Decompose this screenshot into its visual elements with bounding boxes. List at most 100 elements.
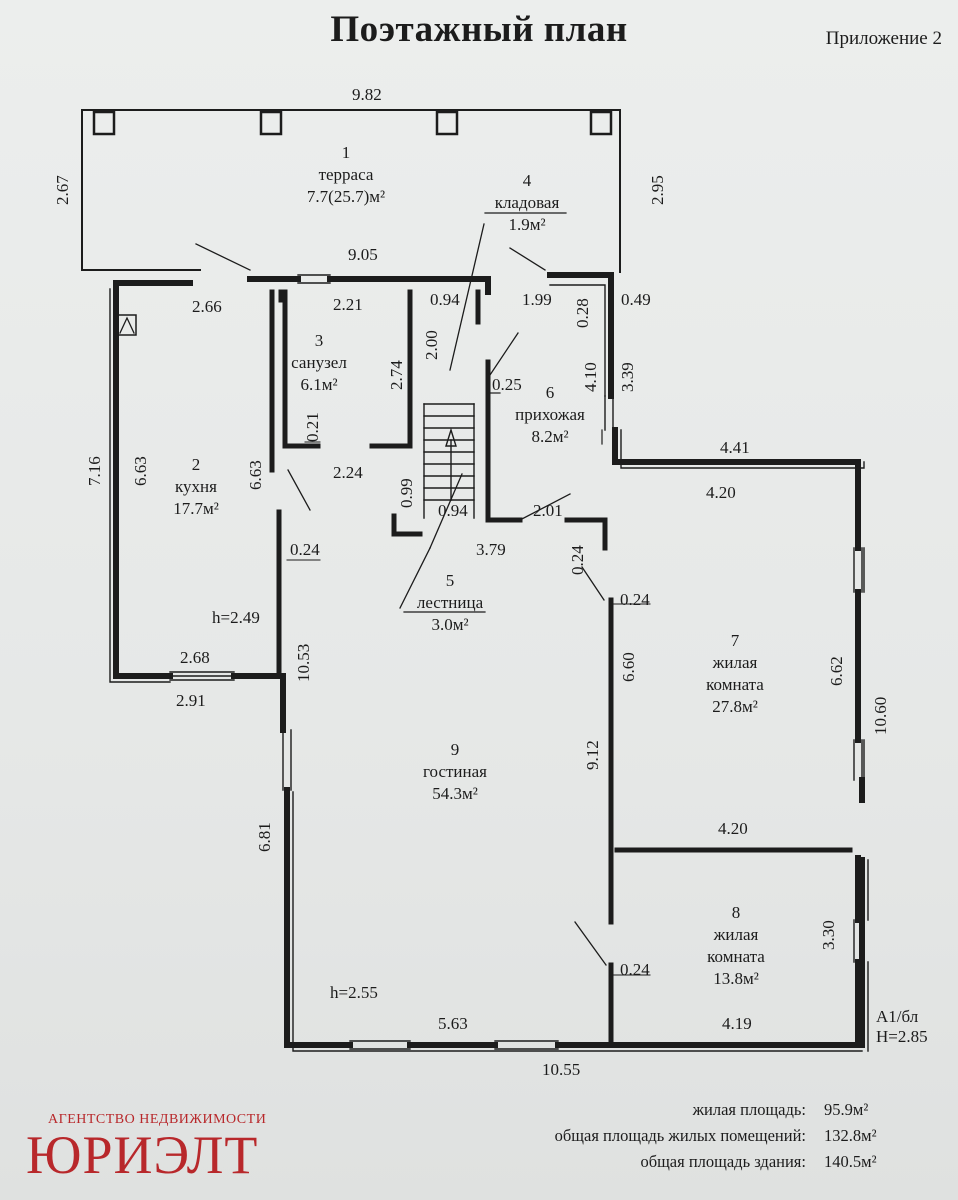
- dimension-label: 5.63: [438, 1014, 468, 1033]
- dimension-label: 0.25: [492, 375, 522, 394]
- dimension-label: 2.95: [648, 175, 667, 205]
- dimension-label: 0.99: [397, 478, 416, 508]
- dimension-label: 0.94: [430, 290, 460, 309]
- room-number: 8: [732, 903, 741, 922]
- dimension-label: 9.82: [352, 85, 382, 104]
- dimension-label: 4.20: [718, 819, 748, 838]
- terrace-post: [259, 110, 283, 136]
- terrace-outline: [81, 109, 621, 273]
- wall-kitchen-south: [231, 673, 286, 733]
- summary-value: 140.5м²: [824, 1152, 877, 1171]
- window-hall: [604, 395, 614, 431]
- living-height: h=2.55: [330, 983, 378, 1002]
- dimension-label: 2.91: [176, 691, 206, 710]
- dimension-label: 2.67: [53, 175, 72, 205]
- dimension-label: 2.68: [180, 648, 210, 667]
- room-number: 6: [546, 383, 555, 402]
- window-room8-east: [853, 919, 863, 963]
- dimension-label: 3.79: [476, 540, 506, 559]
- window-living-south-b: [494, 1040, 559, 1050]
- wall-bathroom-south: [369, 289, 413, 449]
- summary-row: общая площадь жилых помещений: 132.8м²: [555, 1123, 910, 1149]
- room-label: 13.8м²: [713, 969, 759, 988]
- room-label: терраса: [319, 165, 374, 184]
- wall-top-mid: [247, 276, 491, 295]
- dimension-label: 10.60: [871, 697, 890, 735]
- dimension-label: 7.16: [85, 456, 104, 486]
- page-title: Поэтажный план: [330, 9, 628, 50]
- dimension-label: 2.01: [533, 501, 563, 520]
- room-label: прихожая: [515, 405, 585, 424]
- wall-living-west: [284, 787, 353, 1048]
- dimension-label: 0.21: [303, 412, 322, 442]
- dimension-label: 0.49: [621, 290, 651, 309]
- wall-stair-east: [485, 359, 523, 523]
- summary-row: общая площадь здания: 140.5м²: [555, 1149, 910, 1175]
- window-room7-east: [853, 547, 863, 593]
- dimension-label: 4.20: [706, 483, 736, 502]
- wall-bathroom-inner: [282, 289, 321, 449]
- agency-logo: ЮРИЭЛТ: [26, 1125, 259, 1185]
- dimension-label: 2.74: [387, 360, 406, 390]
- dimension-label: 2.21: [333, 295, 363, 314]
- dimension-label: 2.24: [333, 463, 363, 482]
- dimension-label: 6.60: [619, 652, 638, 682]
- room-label: 17.7м²: [173, 499, 219, 518]
- dimension-label: 0.24: [290, 540, 320, 559]
- room-number: 7: [731, 631, 740, 650]
- dimension-label: 3.39: [618, 362, 637, 392]
- room-label: 1.9м²: [508, 215, 545, 234]
- room-label: 7.7(25.7)м²: [307, 187, 385, 206]
- dimension-label: 1.99: [522, 290, 552, 309]
- dimension-label: 9.12: [583, 740, 602, 770]
- summary-row: жилая площадь: 95.9м²: [555, 1097, 910, 1123]
- room-label: 3.0м²: [431, 615, 468, 634]
- room-number: 5: [446, 571, 455, 590]
- dimension-label: 0.24: [620, 590, 650, 609]
- vent-icon: [117, 314, 137, 336]
- dimension-label: 2.00: [422, 330, 441, 360]
- dimension-label: 6.81: [255, 822, 274, 852]
- room-label: комната: [706, 675, 764, 694]
- wall-stair-south: [391, 513, 423, 537]
- annotation-line: А1/бл: [876, 1007, 919, 1026]
- room-number: 9: [451, 740, 460, 759]
- agency-tagline: АГЕНТСТВО НЕДВИЖИМОСТИ: [48, 1112, 267, 1127]
- room-label: 8.2м²: [531, 427, 568, 446]
- dimension-label: 10.53: [294, 644, 313, 682]
- wall-east-b: [612, 427, 861, 743]
- kitchen-height: h=2.49: [212, 608, 260, 627]
- dimension-label: 0.28: [573, 298, 592, 328]
- terrace-post: [589, 110, 613, 136]
- room-number: 1: [342, 143, 351, 162]
- room-label: 27.8м²: [712, 697, 758, 716]
- wall-hall-east: [547, 272, 614, 399]
- dimension-label: 4.10: [581, 362, 600, 392]
- room-number: 3: [315, 331, 324, 350]
- stair-steps: [423, 403, 475, 501]
- wall-kitchen-west: [113, 280, 173, 679]
- room-label: лестница: [417, 593, 484, 612]
- window-living-south-a: [349, 1040, 411, 1050]
- annotation-line: Н=2.85: [876, 1027, 928, 1046]
- room-label: гостиная: [423, 762, 487, 781]
- room-label: 54.3м²: [432, 784, 478, 803]
- dimension-label: 4.41: [720, 438, 750, 457]
- window-living-west: [282, 729, 292, 791]
- dimension-label: 6.62: [827, 656, 846, 686]
- room-label: 6.1м²: [300, 375, 337, 394]
- summary-value: 95.9м²: [824, 1100, 869, 1119]
- terrace-post: [92, 110, 116, 136]
- room-label: санузел: [291, 353, 347, 372]
- stair-arrow: [445, 427, 457, 501]
- room-label: комната: [707, 947, 765, 966]
- room-label: жилая: [712, 653, 758, 672]
- room-label: кладовая: [495, 193, 560, 212]
- dimension-label: 6.63: [131, 456, 150, 486]
- dimension-label: 3.30: [819, 920, 838, 950]
- dimension-label: 9.05: [348, 245, 378, 264]
- wall-hall-south: [564, 517, 608, 551]
- summary-value: 132.8м²: [824, 1126, 877, 1145]
